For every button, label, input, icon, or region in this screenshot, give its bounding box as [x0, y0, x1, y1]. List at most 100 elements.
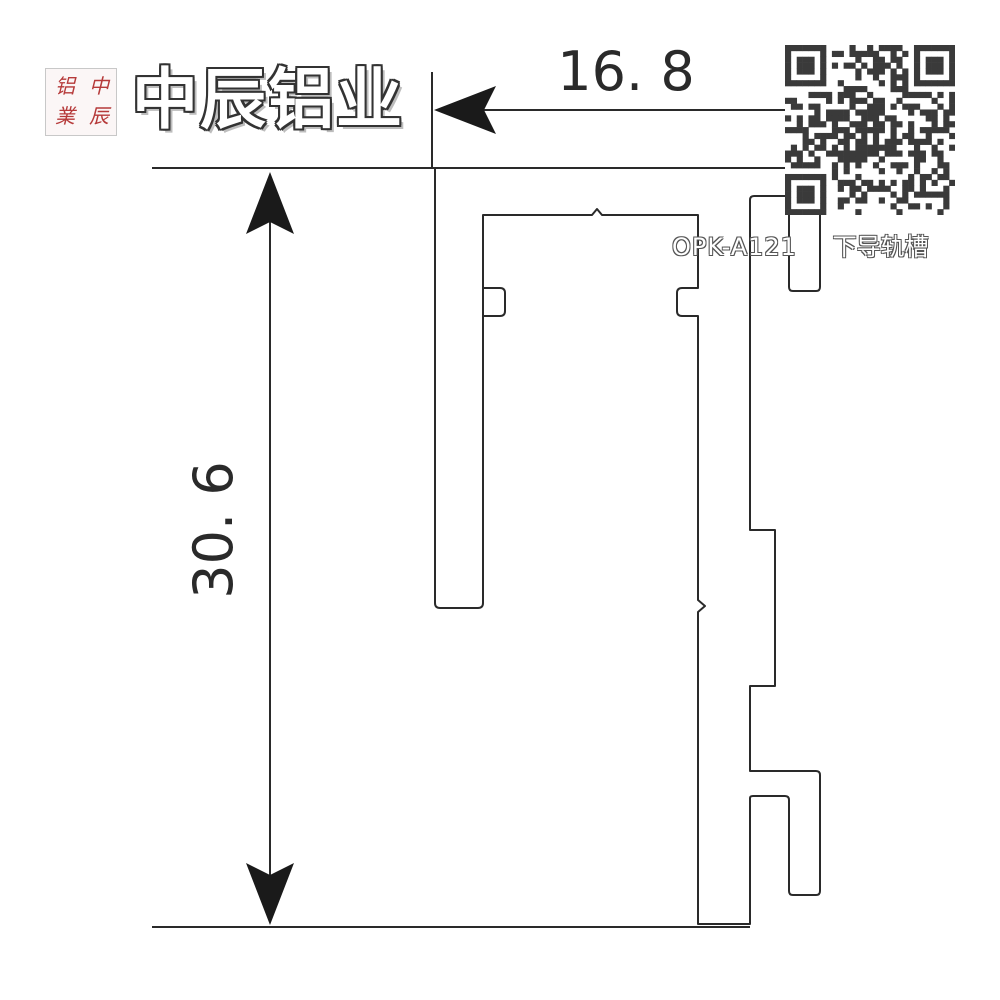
qr-module [802, 173, 809, 181]
qr-module [949, 80, 956, 87]
seal-char: 铝 [55, 74, 75, 98]
qr-module [796, 62, 803, 69]
qr-module [884, 62, 891, 69]
qr-module [931, 179, 938, 186]
qr-module [785, 115, 792, 122]
qr-module [843, 168, 850, 175]
qr-module [896, 197, 903, 204]
qr-module [884, 185, 891, 192]
qr-module [831, 50, 839, 58]
qr-module [796, 209, 803, 216]
qr-module [913, 68, 921, 75]
qr-module [814, 173, 821, 181]
qr-module [849, 132, 856, 140]
qr-module [931, 144, 938, 151]
qr-module [931, 127, 938, 134]
qr-module [931, 97, 938, 104]
qr-module [855, 68, 862, 75]
qr-module [908, 138, 915, 145]
qr-module [872, 97, 880, 104]
qr-module [878, 168, 885, 175]
qr-module [785, 185, 792, 192]
qr-module [785, 68, 792, 75]
qr-module [785, 209, 792, 216]
qr-module [802, 144, 809, 151]
qr-module [837, 127, 844, 134]
qr-module [831, 173, 839, 181]
qr-module [826, 97, 833, 104]
qr-module [861, 132, 868, 140]
seal-char: 辰 [89, 104, 109, 128]
qr-module [820, 138, 827, 145]
qr-module [855, 162, 862, 169]
qr-module [902, 185, 909, 192]
qr-module [884, 45, 891, 52]
qr-module [826, 109, 833, 116]
qr-module [937, 103, 944, 110]
qr-module [949, 68, 956, 75]
qr-module [826, 91, 833, 99]
qr-module [808, 209, 815, 216]
qr-module [925, 203, 932, 210]
qr-module [913, 62, 921, 69]
qr-module [908, 91, 915, 99]
qr-module [919, 179, 926, 186]
qr-module [890, 203, 897, 210]
qr-module [925, 173, 932, 181]
qr-module [878, 109, 885, 116]
qr-module [925, 91, 932, 99]
seal-char: 中 [89, 74, 109, 98]
height-arrow-top [246, 172, 294, 234]
qr-module [884, 150, 891, 157]
qr-module [902, 162, 909, 169]
qr-module [849, 121, 856, 128]
qr-module [943, 197, 950, 204]
qr-module [902, 179, 909, 186]
qr-module [849, 86, 856, 93]
qr-module [855, 197, 862, 204]
qr-module [820, 62, 827, 69]
qr-module [849, 150, 856, 157]
qr-module [872, 50, 880, 58]
qr-module [855, 121, 862, 128]
width-arrow-left [434, 86, 496, 134]
qr-module [919, 91, 926, 99]
qr-module [867, 109, 874, 116]
qr-module [831, 62, 839, 69]
qr-module [814, 103, 821, 110]
qr-module [785, 56, 792, 63]
qr-module [808, 121, 815, 128]
qr-module [820, 144, 827, 151]
qr-module [943, 80, 950, 87]
qr-module [849, 97, 856, 104]
qr-module [867, 45, 874, 52]
qr-module [837, 150, 844, 157]
qr-module [949, 179, 956, 186]
qr-module [902, 80, 909, 87]
qr-module [913, 103, 921, 110]
qr-module [931, 168, 938, 175]
qr-module [831, 144, 839, 151]
qr-module [867, 144, 874, 151]
qr-module [796, 121, 803, 128]
qr-module [896, 209, 903, 216]
qr-module [890, 68, 897, 75]
qr-module [790, 80, 798, 87]
qr-module [878, 179, 885, 186]
qr-module [908, 132, 915, 140]
qr-module [890, 56, 897, 63]
qr-module [931, 150, 938, 157]
qr-module [925, 56, 932, 63]
qr-module [896, 97, 903, 104]
qr-module [808, 197, 815, 204]
qr-module [937, 62, 944, 69]
qr-module [943, 173, 950, 181]
qr-module [855, 97, 862, 104]
profile-left-notch [483, 287, 506, 317]
qr-module [785, 191, 792, 198]
qr-module [872, 121, 880, 128]
qr-module [943, 45, 950, 52]
qr-module [855, 127, 862, 134]
qr-module [790, 173, 798, 181]
